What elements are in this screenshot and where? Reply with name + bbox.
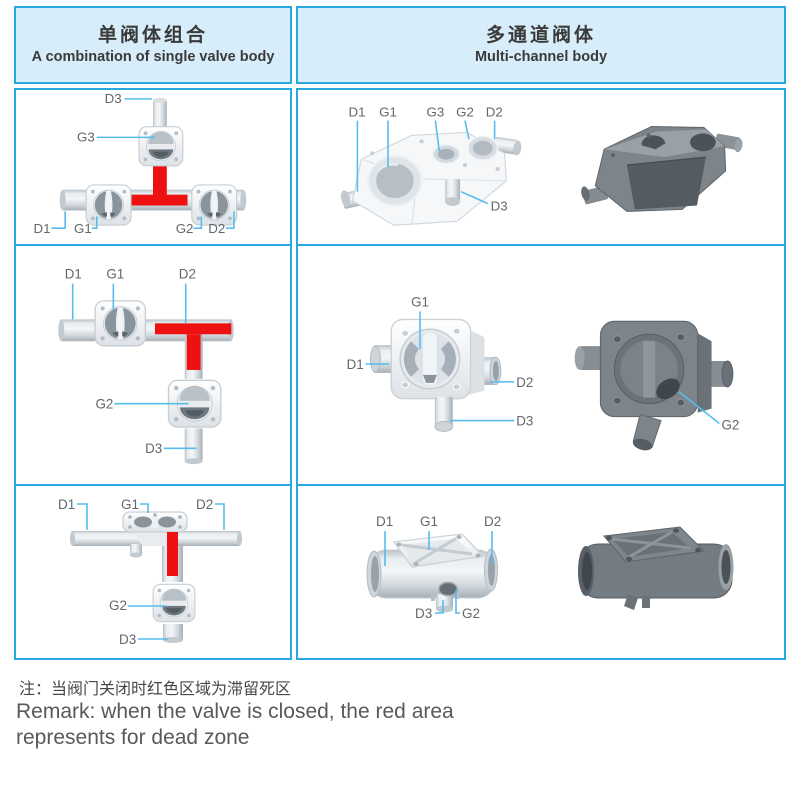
leader-lines bbox=[384, 531, 493, 614]
multi-channel-body-white bbox=[369, 318, 502, 432]
pipe-d3 bbox=[184, 428, 203, 465]
dead-zone-red-t bbox=[127, 163, 188, 206]
row3-left-cell: D1 G1 D2 G2 D3 bbox=[16, 486, 290, 654]
leader-lines bbox=[365, 311, 720, 425]
label-d2: D2 bbox=[484, 514, 501, 529]
dead-zone-red-t bbox=[154, 323, 232, 370]
label-g1: G1 bbox=[379, 105, 397, 120]
multi-channel-body-white bbox=[340, 131, 522, 226]
leader-lines bbox=[77, 503, 225, 640]
label-d2: D2 bbox=[196, 497, 213, 512]
valve-g2 bbox=[191, 184, 238, 226]
dead-zone-red-bar bbox=[167, 532, 178, 576]
label-d2: D2 bbox=[516, 375, 533, 390]
header-single-valve: 单阀体组合 A combination of single valve body bbox=[14, 6, 292, 84]
label-d3: D3 bbox=[119, 632, 136, 647]
label-d1: D1 bbox=[349, 105, 366, 120]
row2-left-figure: D1 G1 D2 G2 D3 bbox=[58, 267, 234, 465]
label-d3: D3 bbox=[516, 413, 533, 428]
remark-english: Remark: when the valve is closed, the re… bbox=[16, 700, 454, 749]
row1-left-figure: D3 G3 D1 G1 G2 D2 bbox=[34, 91, 247, 236]
label-g2: G2 bbox=[176, 221, 194, 236]
label-g2: G2 bbox=[95, 397, 113, 412]
port-stub-d3 bbox=[445, 178, 461, 203]
label-d3: D3 bbox=[415, 606, 432, 621]
header-single-valve-en: A combination of single valve body bbox=[31, 48, 275, 65]
label-g1: G1 bbox=[106, 267, 124, 282]
label-g1: G1 bbox=[121, 497, 139, 512]
column-multi-channel-body: D1 G1 G3 G2 D2 D3 bbox=[296, 88, 786, 660]
label-d3: D3 bbox=[105, 91, 122, 106]
label-d1: D1 bbox=[376, 514, 393, 529]
leader-lines bbox=[51, 98, 235, 229]
valve-g3 bbox=[138, 126, 184, 167]
label-g3: G3 bbox=[426, 105, 444, 120]
label-g2: G2 bbox=[109, 598, 127, 613]
multi-channel-body-white bbox=[366, 533, 498, 613]
row2-right-figure: G1 D1 D2 D3 G2 bbox=[347, 294, 739, 451]
label-d2: D2 bbox=[486, 105, 503, 120]
label-g2: G2 bbox=[721, 417, 739, 432]
label-g2: G2 bbox=[456, 105, 474, 120]
label-d1: D1 bbox=[65, 267, 82, 282]
label-d1: D1 bbox=[58, 497, 75, 512]
multi-channel-body-dark bbox=[574, 320, 734, 451]
remark-chinese: 注：当阀门关闭时红色区域为滞留死区 bbox=[19, 681, 292, 698]
label-d2: D2 bbox=[179, 267, 196, 282]
label-d1: D1 bbox=[347, 357, 364, 372]
port-stub-d3 bbox=[434, 396, 453, 427]
row3-right-figure: D1 G1 D2 D3 G2 bbox=[366, 514, 734, 621]
row3-left-figure: D1 G1 D2 G2 D3 bbox=[58, 497, 242, 647]
label-g3: G3 bbox=[77, 129, 95, 144]
port-g2 bbox=[438, 581, 458, 597]
port-stub-d3 bbox=[436, 594, 453, 609]
row1-right-cell: D1 G1 G3 G2 D2 D3 bbox=[298, 90, 784, 246]
leader-lines bbox=[71, 283, 197, 450]
valve-g1 bbox=[94, 300, 147, 347]
header-multi-channel-en: Multi-channel body bbox=[474, 48, 608, 65]
row2-left-cell: D1 G1 D2 G2 D3 bbox=[16, 246, 290, 486]
row2-right-cell: G1 D1 D2 D3 G2 bbox=[298, 246, 784, 486]
column-single-valve-combination: D3 G3 D1 G1 G2 D2 bbox=[14, 88, 292, 660]
multi-channel-body-dark bbox=[581, 126, 743, 212]
multi-channel-body-dark bbox=[578, 526, 734, 610]
leader-lines bbox=[356, 120, 496, 205]
pipe-d3 bbox=[163, 624, 183, 643]
row3-right-cell: D1 G1 D2 D3 G2 bbox=[298, 486, 784, 654]
label-d1: D1 bbox=[34, 221, 51, 236]
pipe-d3 bbox=[153, 97, 167, 134]
valve-g2 bbox=[152, 583, 196, 623]
label-d3: D3 bbox=[145, 441, 162, 456]
row1-left-cell: D3 G3 D1 G1 G2 D2 bbox=[16, 90, 290, 246]
header-multi-channel: 多通道阀体 Multi-channel body bbox=[296, 6, 786, 84]
label-g1: G1 bbox=[411, 294, 429, 309]
label-g2: G2 bbox=[462, 606, 480, 621]
label-g1: G1 bbox=[74, 221, 92, 236]
header-single-valve-zh: 单阀体组合 bbox=[97, 25, 208, 47]
header-multi-channel-zh: 多通道阀体 bbox=[485, 25, 596, 47]
port-g2 bbox=[656, 378, 680, 400]
label-d2: D2 bbox=[208, 221, 225, 236]
valve-g1 bbox=[85, 184, 132, 226]
label-d3: D3 bbox=[491, 198, 508, 213]
row1-right-figure: D1 G1 G3 G2 D2 D3 bbox=[340, 105, 743, 226]
label-g1: G1 bbox=[420, 514, 438, 529]
